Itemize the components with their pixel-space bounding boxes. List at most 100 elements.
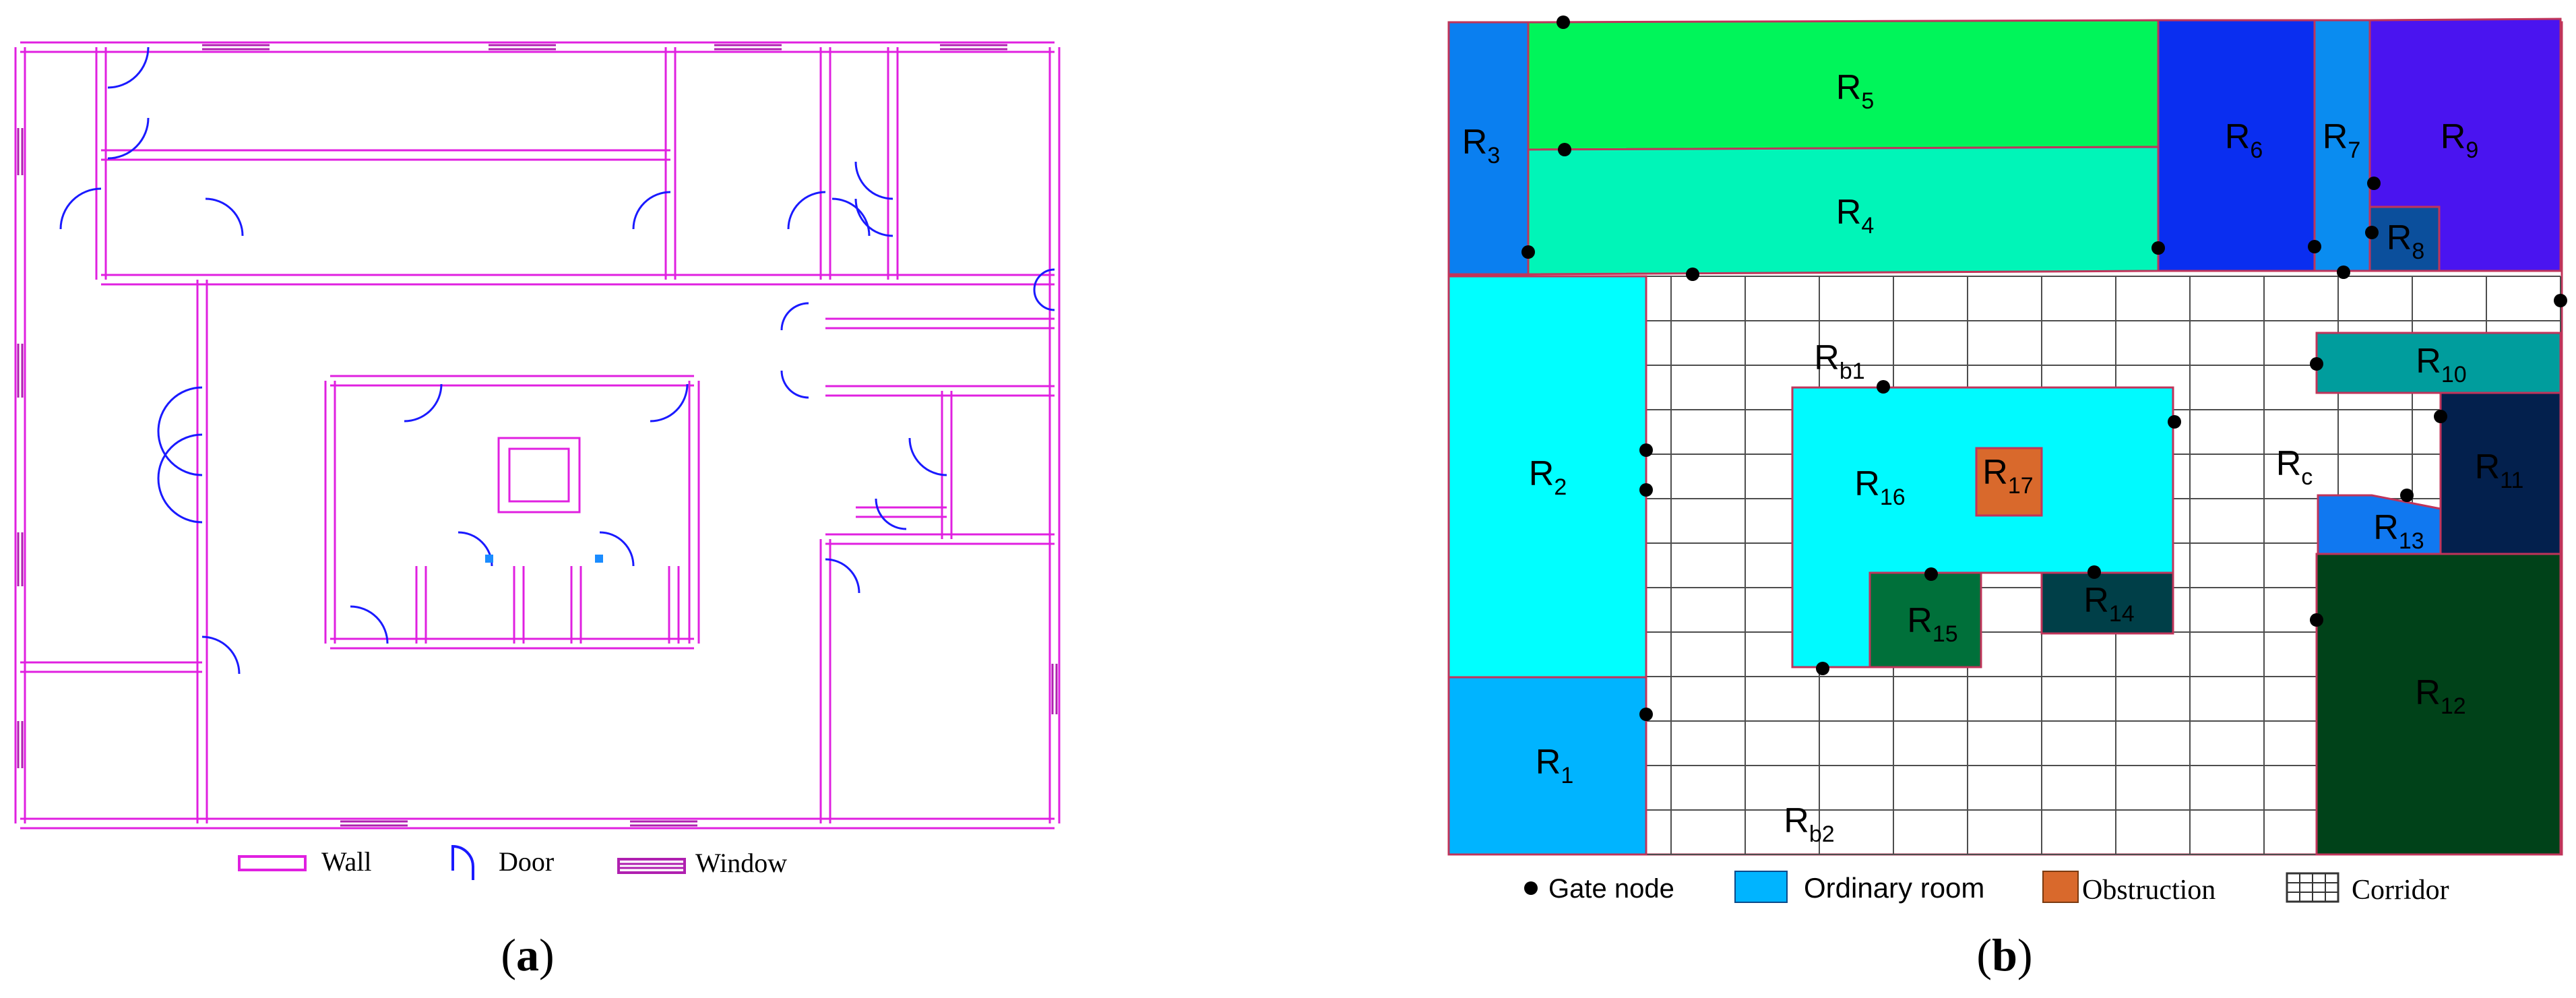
legend-door-label: Door [499,846,554,877]
legend-window-label: Window [695,848,787,878]
window [202,44,270,51]
label-rc: Rc [2276,444,2313,490]
door [404,383,443,423]
gate-node [1877,380,1890,394]
door [825,558,860,594]
door [780,370,809,399]
wall-segment [941,391,953,539]
legend-room-label: Ordinary room [1804,872,1984,904]
room-r14 [2040,571,2174,635]
window [17,532,24,586]
wall-segment [513,566,525,644]
door [875,498,907,530]
label-r9: R9 [2441,117,2478,163]
door [157,386,203,476]
legend-wall-label: Wall [321,846,372,877]
label-r3: R3 [1462,123,1500,168]
door [854,161,893,200]
wall-segment [95,47,107,280]
gate-node [2434,410,2447,423]
label-r8: R8 [2387,218,2424,264]
room-r15 [1868,571,1982,668]
room-r17 [1975,447,2043,517]
room-r1 [1447,676,1647,856]
door [854,198,893,237]
window [630,820,697,827]
caption-b: (b) [1976,929,2032,980]
wall-segment [887,47,899,280]
window [17,721,24,768]
wall-segment [101,274,1055,286]
label-r7: R7 [2323,117,2360,163]
legend-b: Gate node Ordinary room Obstruction Corr… [1524,871,2449,906]
legend-obstruction-swatch [2042,871,2079,903]
floor-plan-panel: Wall Door Window (a) [14,41,1061,980]
door [908,437,947,476]
door [157,433,203,524]
window [940,44,1007,51]
gate-node [1521,245,1535,259]
legend-corridor-swatch [2286,872,2339,903]
wall-segment [668,566,680,644]
label-r1: R1 [1536,743,1573,788]
wall-segment [101,149,670,161]
legend-obstruction-label: Obstruction [2082,875,2216,906]
label-r15: R15 [1907,601,1957,647]
wall-segment [20,41,1055,53]
gate-node [1686,268,1699,281]
gate-node [2337,266,2350,279]
label-r13: R13 [2373,508,2424,554]
label-r12: R12 [2415,673,2465,719]
gate-node [2310,613,2323,627]
wall-segment [1048,47,1061,823]
label-r6: R6 [2225,117,2263,163]
marker [595,555,603,563]
caption-a: (a) [501,929,554,980]
gate-node [2151,241,2165,255]
door [201,635,241,675]
gate-node [1558,143,1571,156]
wall-segment [324,381,336,644]
doors [59,46,1055,675]
gate-node [2168,415,2181,429]
door [787,191,826,230]
door [205,197,244,237]
wall-segment [20,661,202,673]
room-r12 [2315,553,2562,856]
gate-node [2087,565,2101,579]
door [350,605,389,644]
gate-nodes [1521,15,2567,721]
label-r11: R11 [2475,447,2524,493]
wall-segment [825,317,1055,330]
rooms [1447,18,2562,856]
legend-a: Wall Door Window [238,844,787,880]
gate-node [2367,177,2381,190]
door [780,302,809,331]
wall-segment [330,637,694,650]
wall-segment [688,381,700,644]
legend-window-swatch [617,858,686,874]
gate-node [1924,567,1938,581]
legend-gate-icon [1524,881,1538,895]
wall-segment [570,566,582,644]
door [650,383,689,423]
wall-segment [825,385,1055,397]
wall-segment [819,47,831,280]
door [59,187,102,230]
label-r10: R10 [2416,342,2466,387]
label-rb2: Rb2 [1784,801,1834,847]
window [1051,664,1058,714]
inner-square-inner [508,447,570,503]
wall-segment [14,47,26,823]
gate-node [2310,357,2323,371]
label-r16: R16 [1854,464,1905,510]
wall-segment [664,47,677,280]
gate-node [1639,483,1653,497]
window [340,820,408,827]
window [489,44,556,51]
gate-node [1557,15,1570,29]
wall-segment [819,539,831,823]
